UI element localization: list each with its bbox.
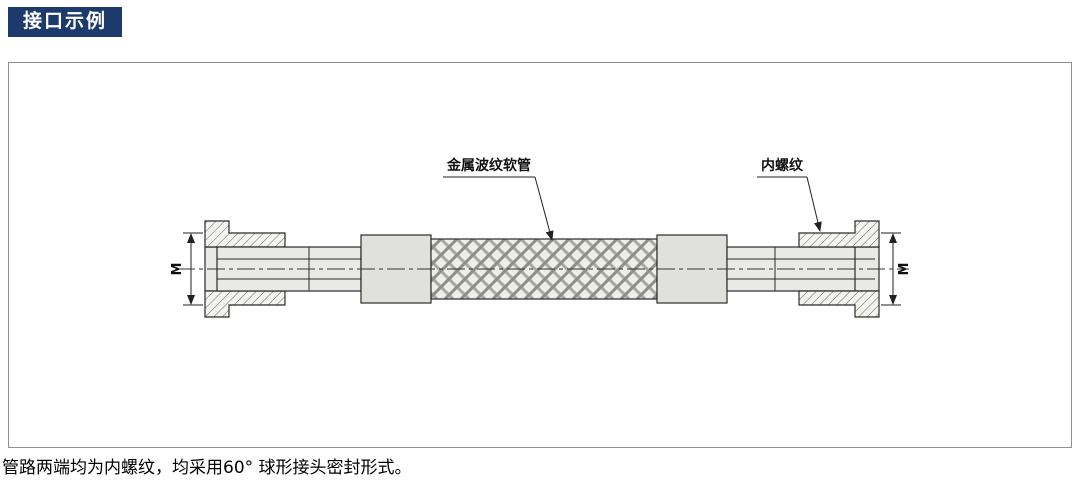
hose-label: 金属波纹软管 <box>446 157 531 174</box>
right-fitting-nut <box>798 220 880 318</box>
right-nut-top-section <box>798 220 880 248</box>
thread-label: 内螺纹 <box>761 157 804 174</box>
right-dimension-label: M <box>897 263 912 276</box>
hose-leader-line <box>534 176 554 241</box>
hose-callout: 金属波纹软管 <box>443 157 554 241</box>
thread-leader-line <box>806 176 822 232</box>
left-dimension: M <box>170 232 203 306</box>
section-title-badge: 接口示例 <box>8 7 123 37</box>
right-nut-bottom-section <box>798 290 880 318</box>
left-nut-bottom-section <box>204 290 286 318</box>
section-title: 接口示例 <box>23 10 108 32</box>
left-dimension-label: M <box>170 263 185 276</box>
caption-text: 管路两端均为内螺纹，均采用60° 球形接头密封形式。 <box>2 458 412 478</box>
hose-assembly-drawing: M M 金属波纹软管 内螺纹 <box>170 157 912 318</box>
diagram-frame: M M 金属波纹软管 内螺纹 <box>8 62 1072 448</box>
right-dimension: M <box>881 232 912 306</box>
left-nut-top-section <box>204 220 286 248</box>
thread-callout: 内螺纹 <box>757 157 822 232</box>
